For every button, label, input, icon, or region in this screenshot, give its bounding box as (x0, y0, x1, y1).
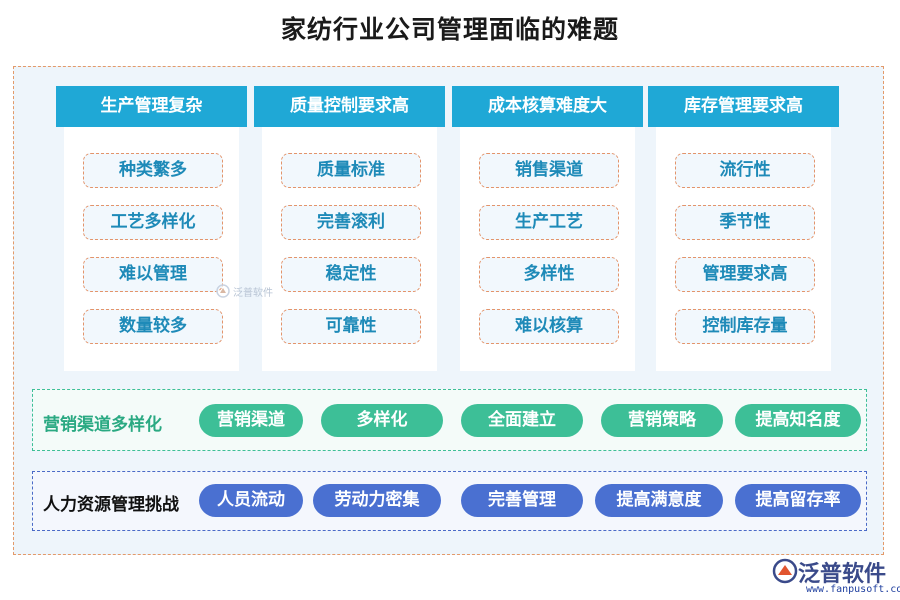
hr-pill: 提高留存率 (735, 484, 861, 517)
marketing-pill: 营销渠道 (199, 404, 303, 437)
column-item: 工艺多样化 (83, 205, 223, 240)
column-item: 质量标准 (281, 153, 421, 188)
marketing-pill: 营销策略 (601, 404, 723, 437)
hr-pill: 人员流动 (199, 484, 303, 517)
hr-pill: 提高满意度 (595, 484, 723, 517)
column-item: 管理要求高 (675, 257, 815, 292)
logo-url: www.fanpusoft.com (806, 584, 900, 595)
column-header: 库存管理要求高 (648, 86, 839, 127)
column-cost: 成本核算难度大 销售渠道 生产工艺 多样性 难以核算 (452, 86, 643, 371)
column-item: 可靠性 (281, 309, 421, 344)
column-inventory: 库存管理要求高 流行性 季节性 管理要求高 控制库存量 (648, 86, 839, 371)
hr-pill: 完善管理 (461, 484, 583, 517)
marketing-pill: 多样化 (321, 404, 443, 437)
column-item: 流行性 (675, 153, 815, 188)
band-label: 营销渠道多样化 (43, 415, 162, 435)
column-item: 多样性 (479, 257, 619, 292)
marketing-pill: 全面建立 (461, 404, 583, 437)
column-item: 完善滚利 (281, 205, 421, 240)
column-header: 质量控制要求高 (254, 86, 445, 127)
column-header: 成本核算难度大 (452, 86, 643, 127)
column-header: 生产管理复杂 (56, 86, 247, 127)
column-production: 生产管理复杂 种类繁多 工艺多样化 难以管理 数量较多 (56, 86, 247, 371)
column-item: 种类繁多 (83, 153, 223, 188)
column-item: 季节性 (675, 205, 815, 240)
logo-text: 泛普软件 (798, 562, 887, 587)
watermark-logo-icon (216, 284, 230, 298)
watermark: 泛普软件 (216, 283, 286, 299)
column-item: 数量较多 (83, 309, 223, 344)
column-item: 控制库存量 (675, 309, 815, 344)
watermark-text: 泛普软件 (233, 288, 273, 299)
column-item: 难以管理 (83, 257, 223, 292)
column-item: 销售渠道 (479, 153, 619, 188)
fanpu-logo-icon (772, 558, 798, 584)
hr-band: 人力资源管理挑战 人员流动 劳动力密集 完善管理 提高满意度 提高留存率 (32, 471, 867, 531)
column-item: 生产工艺 (479, 205, 619, 240)
hr-pill: 劳动力密集 (313, 484, 441, 517)
column-item: 难以核算 (479, 309, 619, 344)
page-title: 家纺行业公司管理面临的难题 (280, 15, 619, 44)
band-label: 人力资源管理挑战 (43, 495, 179, 515)
column-item: 稳定性 (281, 257, 421, 292)
marketing-band: 营销渠道多样化 营销渠道 多样化 全面建立 营销策略 提高知名度 (32, 389, 867, 451)
column-quality: 质量控制要求高 质量标准 完善滚利 稳定性 可靠性 (254, 86, 445, 371)
marketing-pill: 提高知名度 (735, 404, 861, 437)
brand-logo: 泛普软件 www.fanpusoft.com (772, 552, 900, 598)
